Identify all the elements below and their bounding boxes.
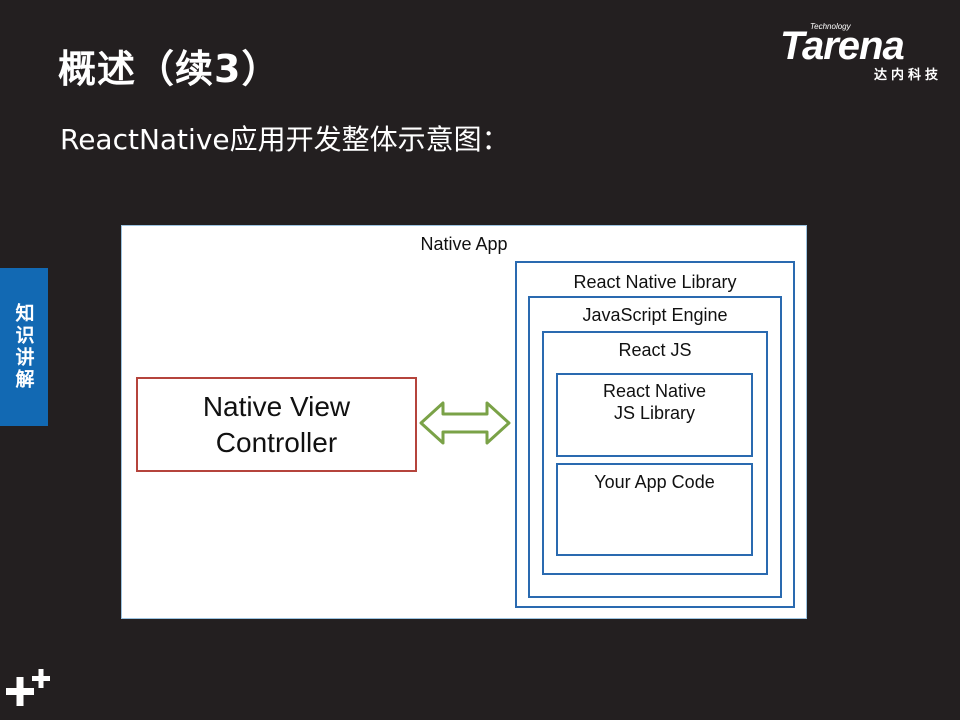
react-js-label: React JS: [618, 340, 692, 360]
section-tab: 知识讲解: [0, 268, 48, 426]
logo-chinese: 达内科技: [873, 68, 942, 83]
section-tab-label: 知识讲解: [12, 303, 35, 391]
logo-tagline: Technology: [810, 22, 851, 31]
native-view-controller-box: Native View Controller: [136, 377, 417, 472]
architecture-diagram: Native App Native View Controller React …: [121, 225, 807, 619]
your-app-code-box: Your App Code: [556, 463, 753, 556]
plus-plus-icon: [6, 669, 50, 706]
react-native-js-library-box: React Native JS Library: [556, 373, 753, 457]
native-app-label: Native App: [420, 234, 508, 254]
react-native-js-library-label: React Native JS Library: [602, 381, 707, 423]
react-native-library-box: React Native Library JavaScript Engine R…: [515, 261, 795, 608]
react-native-library-label: React Native Library: [573, 272, 737, 292]
slide-title: 概述（续3）: [58, 47, 281, 91]
your-app-code-label: Your App Code: [594, 472, 715, 492]
native-view-controller-label: Native View Controller: [202, 390, 351, 458]
double-arrow-icon: [419, 401, 511, 445]
javascript-engine-label: JavaScript Engine: [582, 305, 728, 325]
javascript-engine-box: JavaScript Engine React JS React Native …: [528, 296, 782, 598]
tarena-logo: Technology Tarena 达内科技: [780, 22, 946, 83]
logo-wordmark: Tarena: [780, 24, 905, 68]
react-js-box: React JS React Native JS Library Your Ap…: [542, 331, 768, 575]
slide-subtitle: ReactNative应用开发整体示意图：: [60, 123, 510, 156]
